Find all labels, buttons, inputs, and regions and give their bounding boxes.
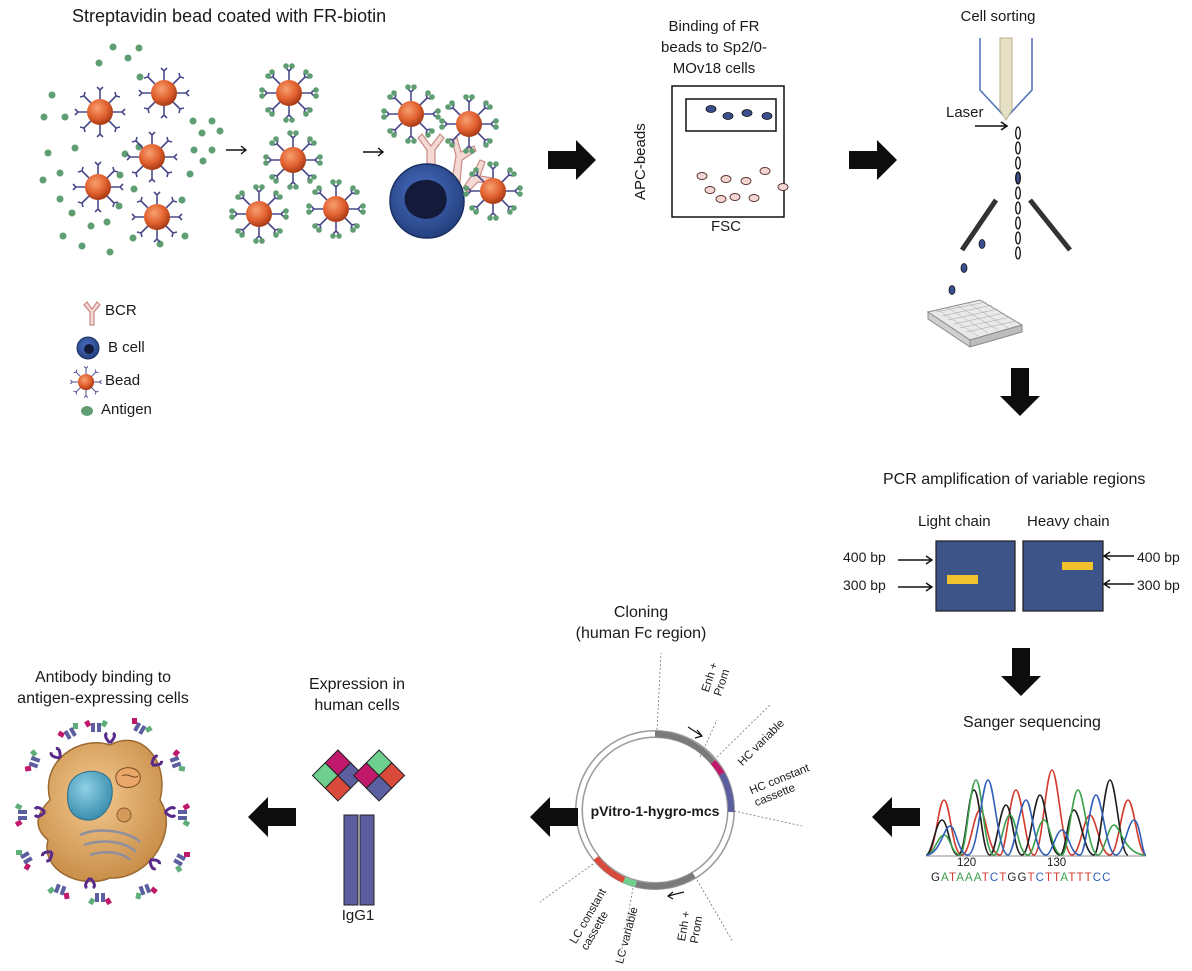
flow-arrow-2 (849, 140, 897, 180)
heavy-chain-label: Heavy chain (1027, 513, 1110, 530)
small-arrow-2 (363, 147, 385, 157)
sanger-sequence: GATAAATCTGGTCTTATTTCC (931, 872, 1112, 884)
antigen-expressing-cell (37, 739, 167, 883)
plasmid-enh-prom-bottom (635, 872, 696, 890)
binding-title-line3: MOv18 cells (672, 60, 756, 77)
legend-bead-label: Bead (105, 372, 141, 389)
free-antigen-dots (39, 43, 224, 256)
bp300-left-label: 300 bp (843, 577, 886, 593)
flow-arrow-1 (548, 140, 596, 180)
collection-plate (926, 299, 1024, 348)
flow-arrow-left-2 (530, 797, 578, 837)
sanger-chromatogram (925, 769, 1147, 856)
sanger-tick-120: 120 (957, 857, 977, 869)
light-chain-label: Light chain (918, 513, 991, 530)
final-title-line1: Antibody binding to (34, 669, 172, 686)
expression-title-line1: Expression in (308, 676, 406, 693)
expression-title-line2: human cells (314, 697, 400, 714)
bp400-left-label: 400 bp (843, 549, 886, 565)
cloning-title-line1: Cloning (613, 604, 669, 621)
bp400-right-label: 400 bp (1137, 549, 1180, 565)
small-arrow-1 (226, 145, 248, 155)
legend-bead-icon (70, 366, 102, 398)
plasmid-map (539, 652, 803, 961)
plasmid-enh-prom-top (654, 731, 716, 764)
plasmid-hc-constant (719, 772, 735, 813)
legend-bcell-nucleus (84, 344, 94, 354)
cloning-title-line2: (human Fc region) (575, 625, 707, 642)
legend-bcr-icon (83, 301, 101, 326)
sorter-nozzle (979, 37, 1033, 121)
facs-gate (685, 98, 777, 132)
final-title-line2: antigen-expressing cells (17, 690, 189, 707)
laser-label: Laser (946, 104, 984, 121)
uncoated-beads (72, 67, 190, 243)
b-cell-nucleus (404, 179, 447, 219)
flow-arrow-left-1 (872, 797, 920, 837)
igg1-label: IgG1 (341, 907, 375, 924)
coated-beads (229, 63, 366, 244)
laser-arrow (975, 121, 1009, 131)
igg1-antibody (311, 749, 406, 906)
facs-positive-events (705, 105, 773, 120)
legend-bcr-label: BCR (105, 302, 137, 319)
binding-title-line1: Binding of FR (668, 18, 760, 35)
plasmid-hc-variable (710, 759, 725, 776)
sanger-tick-130: 130 (1047, 857, 1067, 869)
heavy-chain-band (1062, 562, 1093, 570)
deflection-plate-right (1028, 198, 1072, 252)
binding-title-line2: beads to Sp2/0- (661, 39, 767, 56)
beads-title: Streptavidin bead coated with FR-biotin (72, 6, 387, 26)
facs-negative-events (696, 167, 789, 203)
bp-markers (898, 551, 1134, 592)
facs-plot-frame (671, 85, 785, 218)
deflection-plate-left (959, 198, 999, 252)
gel-heavy-chain (1022, 540, 1104, 612)
droplet-stream (1015, 126, 1021, 260)
sorted-droplets (948, 239, 986, 295)
sanger-sequence-text: GATAAATCTGGTCTTATTTCC (931, 872, 1112, 884)
legend-antigen-label: Antigen (101, 401, 152, 418)
sorting-title: Cell sorting (960, 8, 1036, 25)
flow-arrow-down-1 (1000, 368, 1040, 416)
legend-antigen-icon (81, 406, 93, 416)
sanger-title: Sanger sequencing (963, 714, 1101, 731)
pcr-title: PCR amplification of variable regions (883, 471, 1146, 488)
legend-bcell-label: B cell (108, 339, 145, 356)
plasmid-name: pVitro-1-hygro-mcs (590, 803, 720, 819)
plasmid-lc-constant (593, 856, 626, 883)
bp300-right-label: 300 bp (1137, 577, 1180, 593)
flow-arrow-down-2 (1001, 648, 1041, 696)
flow-arrow-left-3 (248, 797, 296, 837)
plasmid-lc-variable (622, 877, 637, 887)
binding-x-axis-label: FSC (711, 218, 741, 235)
light-chain-band (947, 575, 978, 584)
